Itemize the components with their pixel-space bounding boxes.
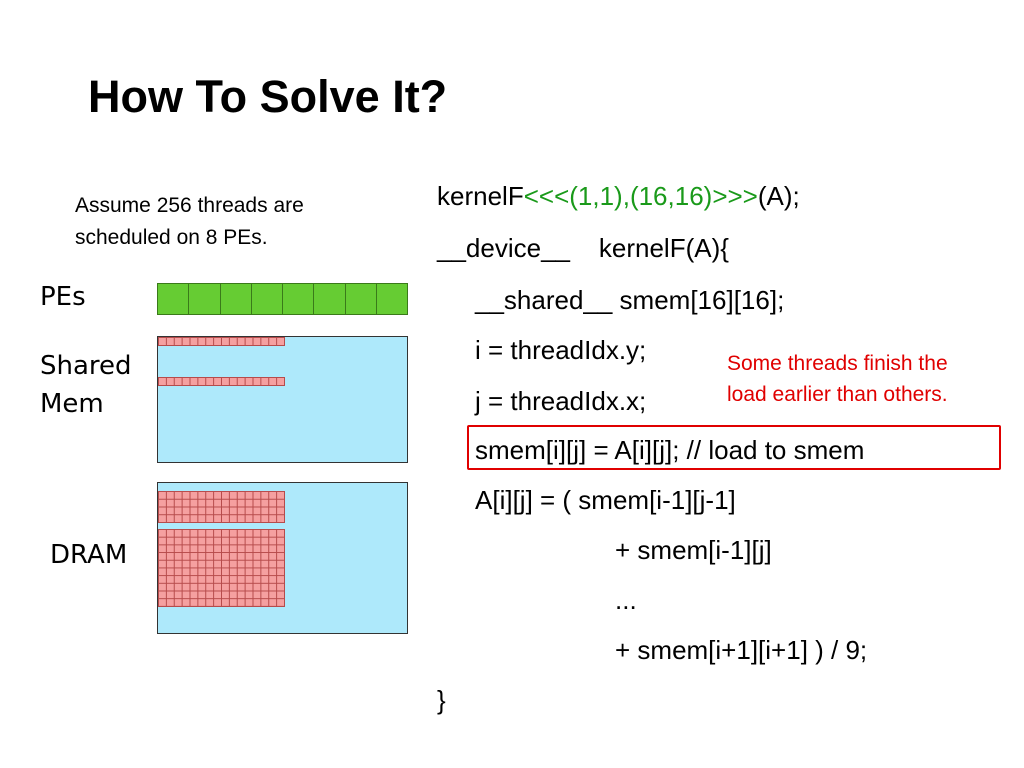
dram-panel [157,482,408,634]
pe-cell [314,284,346,314]
callout-line-2: load earlier than others. [727,383,948,406]
pe-cell [158,284,190,314]
pe-cell [220,284,252,314]
shared-mem-label: Shared Mem [40,351,132,419]
note-line-1: Assume 256 threads are [75,194,304,217]
code-line-close: } [437,685,446,715]
code-line-sum-last: + smem[i+1][i+1] ) / 9; [615,635,868,665]
pe-cell [251,284,283,314]
callout-line-1: Some threads finish the [727,352,948,375]
callout-note: Some threads finish the load earlier tha… [727,348,948,410]
shared-row-1 [158,377,285,386]
slide-title: How To Solve It? [88,71,448,122]
code-line-i: i = threadIdx.y; [475,335,647,365]
pes-label: PEs [40,282,86,312]
dram-block-top [158,491,285,523]
code-line-sum-2: + smem[i-1][j] [615,535,772,565]
note-line-2: scheduled on 8 PEs. [75,226,268,249]
pes-row [157,283,408,315]
code-line-ellipsis: ... [615,585,637,615]
code-line-j: j = threadIdx.x; [475,386,647,416]
shared-memory-panel [157,336,408,463]
launch-config: <<<(1,1),(16,16)>>> [523,181,758,211]
code-line-kernel-launch: kernelF<<<(1,1),(16,16)>>>(A); [437,181,800,211]
code-line-load: smem[i][j] = A[i][j]; // load to smem [475,435,865,465]
code-line-shared: __shared__ smem[16][16]; [475,285,785,315]
load-highlight-box [467,425,1001,470]
pe-cell [376,284,407,314]
dram-label: DRAM [50,540,128,570]
code-line-compute: A[i][j] = ( smem[i-1][j-1] [475,485,736,515]
dram-block-bottom [158,529,285,607]
pe-cell [345,284,377,314]
pe-cell [283,284,315,314]
shared-row-0 [158,337,285,346]
assumption-note: Assume 256 threads are scheduled on 8 PE… [75,190,375,254]
pe-cell [189,284,221,314]
code-line-device: __device__ kernelF(A){ [437,233,729,263]
